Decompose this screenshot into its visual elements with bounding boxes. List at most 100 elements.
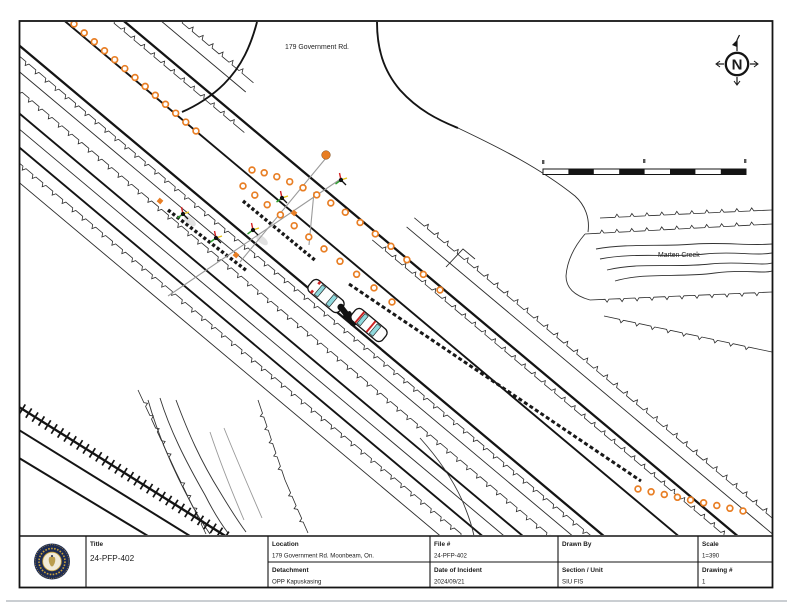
creek-strand [147,399,211,535]
tire-mark [241,199,318,263]
marten-creek [565,207,772,353]
shoulder-grass-line [20,27,707,535]
opp-crest-logo [34,543,70,580]
ditch-line [406,226,772,535]
creek-strand [159,397,229,534]
utility-pole-marker [321,150,331,160]
creek-bank-line [589,291,772,303]
brush-line [20,90,654,535]
north-letter: N [732,56,743,73]
evidence-square [156,197,164,205]
shading [256,234,268,246]
railway-track [20,404,234,535]
detachment-value: OPP Kapuskasing [272,579,321,586]
survey-station [209,230,223,244]
wetland-bank [257,399,286,481]
bank-curve [419,437,475,535]
creek-strand [614,270,772,282]
location-label: Location [272,541,299,548]
pole-guy-line [239,157,327,263]
drawing-no-value: 1 [702,579,706,586]
title-label: Title [90,541,103,548]
creek-strand [606,262,772,271]
scale-label: Scale [702,541,719,548]
creek-strand [595,242,772,250]
crest-emblem [48,556,56,567]
access-road-edge [20,429,191,535]
highway-lane-edge [21,22,743,535]
creek-name-label: Marten Creek [658,252,700,259]
road-name-label: 179 Government Rd. [285,44,349,51]
debris-row-northwest [70,22,200,135]
survey-lines [167,150,343,297]
culvert-corner [445,248,476,268]
file-no-label: File # [434,541,451,548]
detachment-label: Detachment [272,567,309,574]
title-block: Title 24-PFP-402 Location 179 Government… [18,20,774,589]
debris-arc-inner [239,182,396,306]
creek-bank-line [603,315,772,353]
creek-strand-light [209,431,245,521]
creek-bank-line [599,207,772,219]
scale-bar-segment [670,169,696,175]
secondary-road-centerline [20,70,671,535]
location-value: 179 Government Rd. Moonbeam, On. [272,553,374,560]
creek-end [565,233,591,301]
ditch-line [20,36,699,535]
brush-line [69,22,254,84]
debris-row-southeast [634,485,747,515]
drawing-border [18,20,774,589]
ditch-line [20,102,645,535]
creek-strand [175,399,247,533]
drawn-by-label: Drawn By [562,541,592,548]
driveway-east-edge [376,22,459,129]
shoulder-grass-line [372,239,762,535]
survey-station [275,190,289,204]
debris-markers [70,22,747,515]
highway-north-edge [45,22,768,535]
debris-arc-outer [248,166,444,294]
evidence-square [290,209,298,217]
treeline-boundary [457,127,589,233]
section-unit-label: Section / Unit [562,567,604,574]
creek-strand [599,252,772,260]
scale-tick [542,160,545,164]
wetland-bank [284,479,309,534]
scale-bar [542,159,747,175]
scale-tick [744,159,747,163]
north-arrow-flag [732,40,737,47]
brush-line [20,47,690,535]
collision-vehicles [305,276,390,345]
creek-strand-light [223,427,263,519]
scale-tick [643,159,646,163]
rail-ties [20,404,230,535]
file-no-value: 24-PFP-402 [434,553,467,560]
secondary-road-north-edge [20,61,679,535]
survey-station [246,222,260,236]
date-of-incident-label: Date of Incident [434,567,483,574]
driveway-west-edge [181,22,258,113]
wetland-bank [137,389,176,471]
section-unit-value: SIU FIS [562,579,583,586]
drawing-no-label: Drawing # [702,567,733,574]
tire-marks [166,199,642,483]
access-road-edge [20,457,149,535]
ditch-line [61,22,247,93]
north-arrow-icon: N [715,34,759,86]
slide-mark [348,282,642,483]
brush-line [414,217,772,534]
scale-value: 1=390 [702,553,720,560]
title-value: 24-PFP-402 [90,554,135,563]
creek-bank-line [584,221,772,235]
scale-bar-segment [619,169,645,175]
secondary-road-south-edge [20,81,662,535]
date-of-incident-value: 2024/09/21 [434,579,465,586]
evidence-square [232,251,240,259]
shoulder-grass-line [41,22,245,133]
scale-bar-segment [568,169,594,175]
evidence-squares [156,197,298,259]
